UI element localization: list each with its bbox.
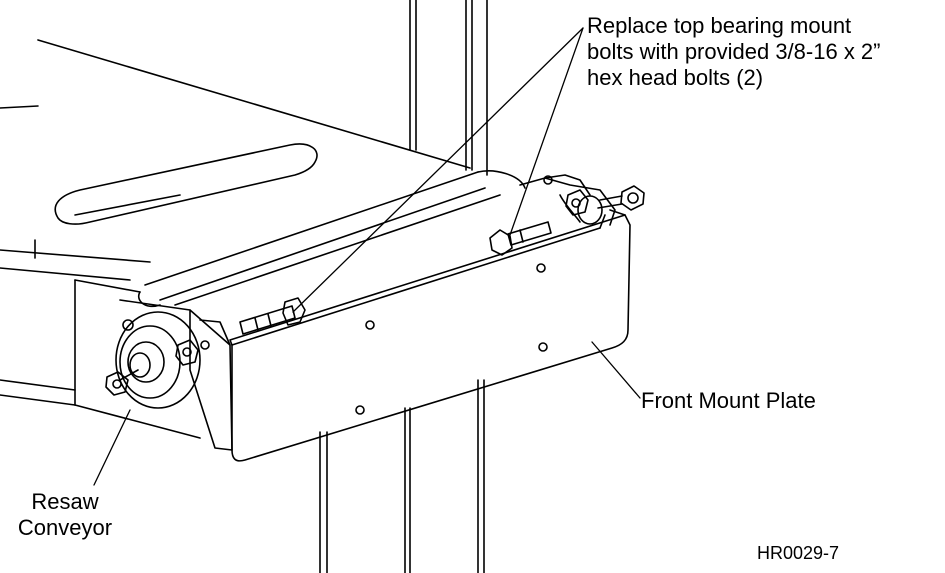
left-hex-bolt — [240, 298, 305, 334]
side-bracket — [120, 300, 232, 450]
leader-bolts-left — [293, 28, 583, 312]
bolt-callout-line-2: bolts with provided 3/8-16 x 2” — [587, 39, 881, 64]
leader-bolts-right — [510, 28, 583, 235]
bolt-replacement-callout: Replace top bearing mount bolts with pro… — [587, 13, 881, 91]
front-mount-plate — [75, 210, 630, 461]
figure-id: HR0029-7 — [757, 543, 840, 563]
resaw-conveyor-line-1: Resaw — [31, 489, 99, 514]
right-hex-bolt — [490, 222, 551, 255]
front-mount-plate-callout: Front Mount Plate — [641, 388, 816, 413]
left-bearing — [106, 312, 230, 408]
leader-resaw-conveyor — [94, 410, 130, 485]
conveyor-roller — [139, 171, 525, 306]
leader-lines — [94, 28, 640, 485]
bolt-callout-line-1: Replace top bearing mount — [587, 13, 852, 38]
bolt-callout-line-3: hex head bolts (2) — [587, 65, 764, 90]
conveyor-table — [0, 40, 470, 438]
resaw-conveyor-line-2: Conveyor — [17, 515, 113, 540]
resaw-conveyor-callout: Resaw Conveyor — [6, 489, 124, 541]
vertical-post — [320, 0, 487, 573]
right-bearing — [520, 175, 644, 225]
leader-front-mount-plate — [592, 342, 640, 398]
